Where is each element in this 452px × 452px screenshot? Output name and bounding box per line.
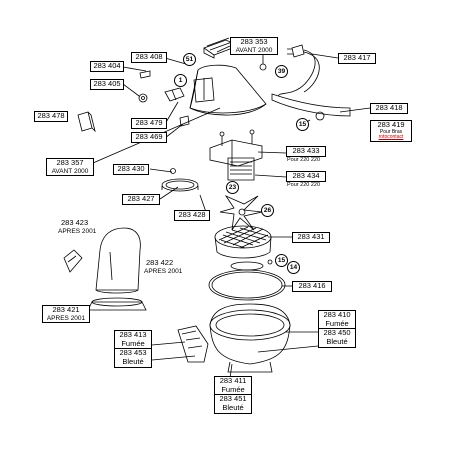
part-283434-note: Pour 220 220 xyxy=(287,182,321,188)
part-283411-283451: 283 411 Fumée 283 451 Bleuté xyxy=(214,376,252,414)
part-283411: 283 411 Fumée xyxy=(215,376,251,394)
part-code: 283 404 xyxy=(93,61,121,70)
part-283453: 283 453 Bleuté xyxy=(115,348,151,366)
part-code: 283 434 xyxy=(292,171,320,180)
part-code: 283 413 xyxy=(119,330,147,339)
part-283357: 283 357 AVANT 2000 xyxy=(46,158,94,177)
part-note: AVANT 2000 xyxy=(235,46,273,54)
part-283416: 283 416 xyxy=(292,281,332,292)
part-code: 283 478 xyxy=(37,111,65,120)
part-code: 283 419 xyxy=(377,120,405,129)
part-283404: 283 404 xyxy=(90,61,124,72)
part-283478: 283 478 xyxy=(34,111,68,122)
part-note: Pour Bras xyxy=(379,128,403,135)
part-code: 283 416 xyxy=(298,281,326,290)
part-283427: 283 427 xyxy=(122,194,160,205)
part-code: 283 450 xyxy=(323,328,351,338)
part-283422-code: 283 422 xyxy=(146,258,174,267)
part-code: 283 469 xyxy=(135,132,163,141)
part-code: 283 427 xyxy=(127,194,155,203)
part-note: AVANT 2000 xyxy=(51,167,89,175)
part-283428: 283 428 xyxy=(174,210,210,221)
part-code: 283 431 xyxy=(297,232,325,241)
part-283422-note: APRES 2001 xyxy=(144,268,183,275)
part-283419: 283 419 Pour Bras rotocontact xyxy=(370,120,412,142)
part-283418: 283 418 xyxy=(370,103,408,114)
part-code: 283 353 xyxy=(240,37,268,46)
part-code: 283 421 xyxy=(52,305,80,314)
part-283413: 283 413 Fumée xyxy=(115,330,151,348)
part-code: 283 430 xyxy=(117,164,145,173)
part-code: 283 428 xyxy=(178,210,206,219)
part-finish: Fumée xyxy=(221,384,245,394)
part-283413-283453: 283 413 Fumée 283 453 Bleuté xyxy=(114,330,152,368)
part-283450: 283 450 Bleuté xyxy=(319,328,355,346)
part-finish: Bleuté xyxy=(326,336,348,346)
part-283431: 283 431 xyxy=(292,232,330,243)
part-283423-note: APRES 2001 xyxy=(58,228,97,235)
callout-1: 1 xyxy=(174,74,187,87)
callout-15-middle: 15 xyxy=(275,254,288,267)
part-code: 283 451 xyxy=(219,394,247,404)
part-finish: Fumée xyxy=(121,338,145,348)
part-code: 283 408 xyxy=(135,52,163,61)
part-code: 283 410 xyxy=(323,310,351,319)
callout-39: 39 xyxy=(275,65,288,78)
part-code: 283 357 xyxy=(56,158,84,167)
part-finish: Bleuté xyxy=(122,356,144,366)
part-283479: 283 479 xyxy=(131,118,167,129)
part-283469: 283 469 xyxy=(131,132,167,143)
part-283423-code: 283 423 xyxy=(61,218,89,227)
part-283421: 283 421 APRES 2001 xyxy=(42,305,90,324)
part-283353: 283 353 AVANT 2000 xyxy=(230,37,278,56)
part-code: 283 479 xyxy=(135,118,163,127)
callout-26: 26 xyxy=(261,204,274,217)
part-note: APRES 2001 xyxy=(46,314,86,322)
part-code: 283 453 xyxy=(119,348,147,358)
part-283451: 283 451 Bleuté xyxy=(215,394,251,412)
part-283408: 283 408 xyxy=(131,52,167,63)
part-finish: Bleuté xyxy=(222,402,244,412)
part-283434: 283 434 xyxy=(286,171,326,182)
part-code: 283 411 xyxy=(219,376,247,385)
part-283410: 283 410 Fumée xyxy=(319,310,355,328)
part-note-link: rotocontact xyxy=(378,134,404,141)
callout-15-top: 15 xyxy=(296,118,309,131)
part-code: 283 417 xyxy=(343,53,371,62)
part-code: 283 433 xyxy=(292,146,320,155)
part-code: 283 418 xyxy=(375,103,403,112)
part-283430: 283 430 xyxy=(113,164,149,175)
callout-23: 23 xyxy=(226,181,239,194)
callout-51: 51 xyxy=(183,53,196,66)
part-283410-283450: 283 410 Fumée 283 450 Bleuté xyxy=(318,310,356,348)
part-283433: 283 433 xyxy=(286,146,326,157)
part-283433-note: Pour 220 220 xyxy=(287,157,321,163)
callout-14: 14 xyxy=(287,261,300,274)
part-283417: 283 417 xyxy=(338,53,376,64)
part-finish: Fumée xyxy=(325,318,349,328)
part-code: 283 405 xyxy=(93,79,121,88)
part-283405: 283 405 xyxy=(90,79,124,90)
